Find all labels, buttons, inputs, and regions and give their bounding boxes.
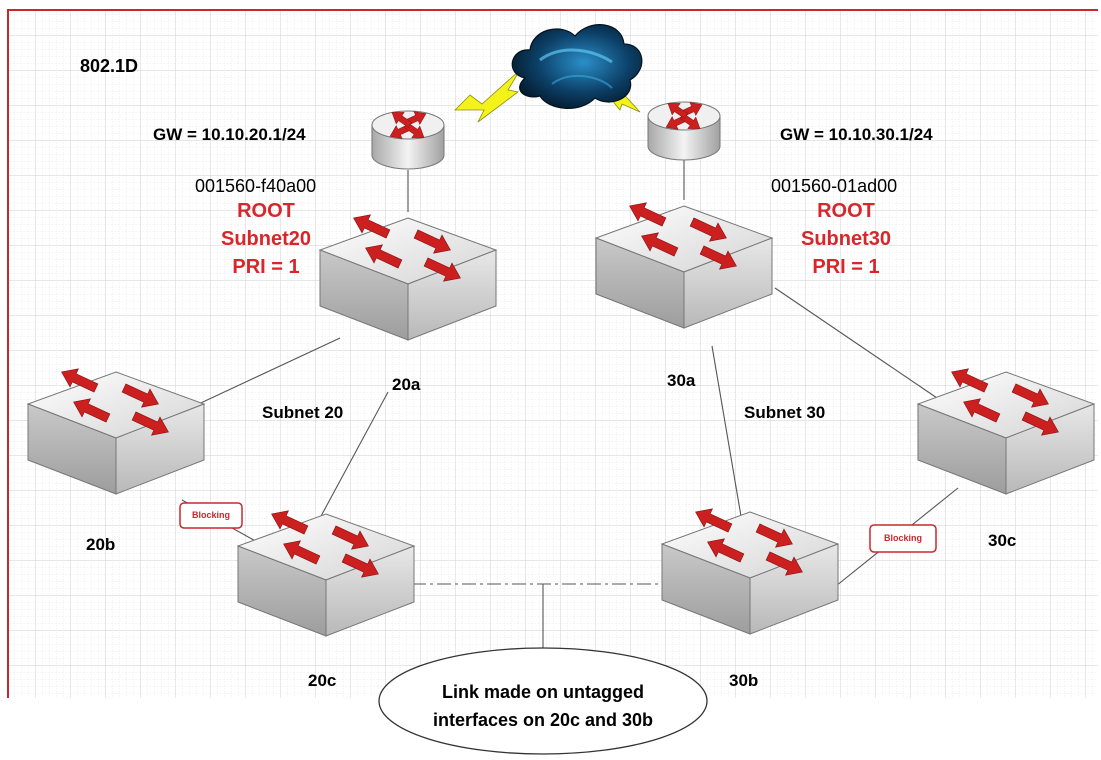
switch-label-30a: 30a: [667, 371, 696, 390]
callout-line-2: interfaces on 20c and 30b: [432, 710, 654, 730]
mac-30a: 001560-01ad00: [771, 176, 898, 196]
root-label-20a: ROOT: [237, 200, 295, 222]
router-left: [372, 107, 444, 169]
blocking-badge-left: [179, 502, 243, 529]
link-20a-20c: [319, 391, 389, 519]
priority-label-20a: PRI = 1: [232, 256, 300, 278]
root-label-30a: ROOT: [817, 200, 875, 222]
gateway-left: GW = 10.10.20.1/24: [153, 125, 306, 144]
link-30a-30b: [711, 345, 743, 523]
subnet-30-label: Subnet 30: [744, 403, 826, 422]
blocking-badge-right: [869, 524, 937, 553]
switch-label-20a: 20a: [392, 375, 421, 394]
blocking-text-right: Blocking: [883, 533, 923, 543]
blocking-text-left: Blocking: [191, 510, 231, 520]
subnet-label-20a: Subnet20: [220, 228, 312, 250]
diagram-title: 802.1D: [80, 56, 139, 76]
switch-label-30b: 30b: [729, 671, 759, 690]
lightning-left-icon: [454, 69, 521, 123]
subnet-20-label: Subnet 20: [262, 403, 344, 422]
priority-label-30a: PRI = 1: [812, 256, 880, 278]
link-20a-20b: [189, 337, 341, 409]
switch-label-20b: 20b: [86, 535, 116, 554]
cloud-icon: [511, 24, 643, 109]
mac-20a: 001560-f40a00: [195, 176, 317, 196]
callout-ellipse: [378, 647, 708, 755]
switch-label-20c: 20c: [308, 671, 337, 690]
router-right: [648, 98, 720, 160]
switch-label-30c: 30c: [988, 531, 1017, 550]
page-frame: [7, 9, 1098, 698]
gateway-right: GW = 10.10.30.1/24: [780, 125, 933, 144]
grid-background: [8, 10, 1098, 698]
links: [181, 160, 959, 660]
link-30a-30c: [774, 287, 941, 401]
subnet-label-30a: Subnet30: [800, 228, 892, 250]
callout-line-1: Link made on untagged: [441, 682, 645, 702]
